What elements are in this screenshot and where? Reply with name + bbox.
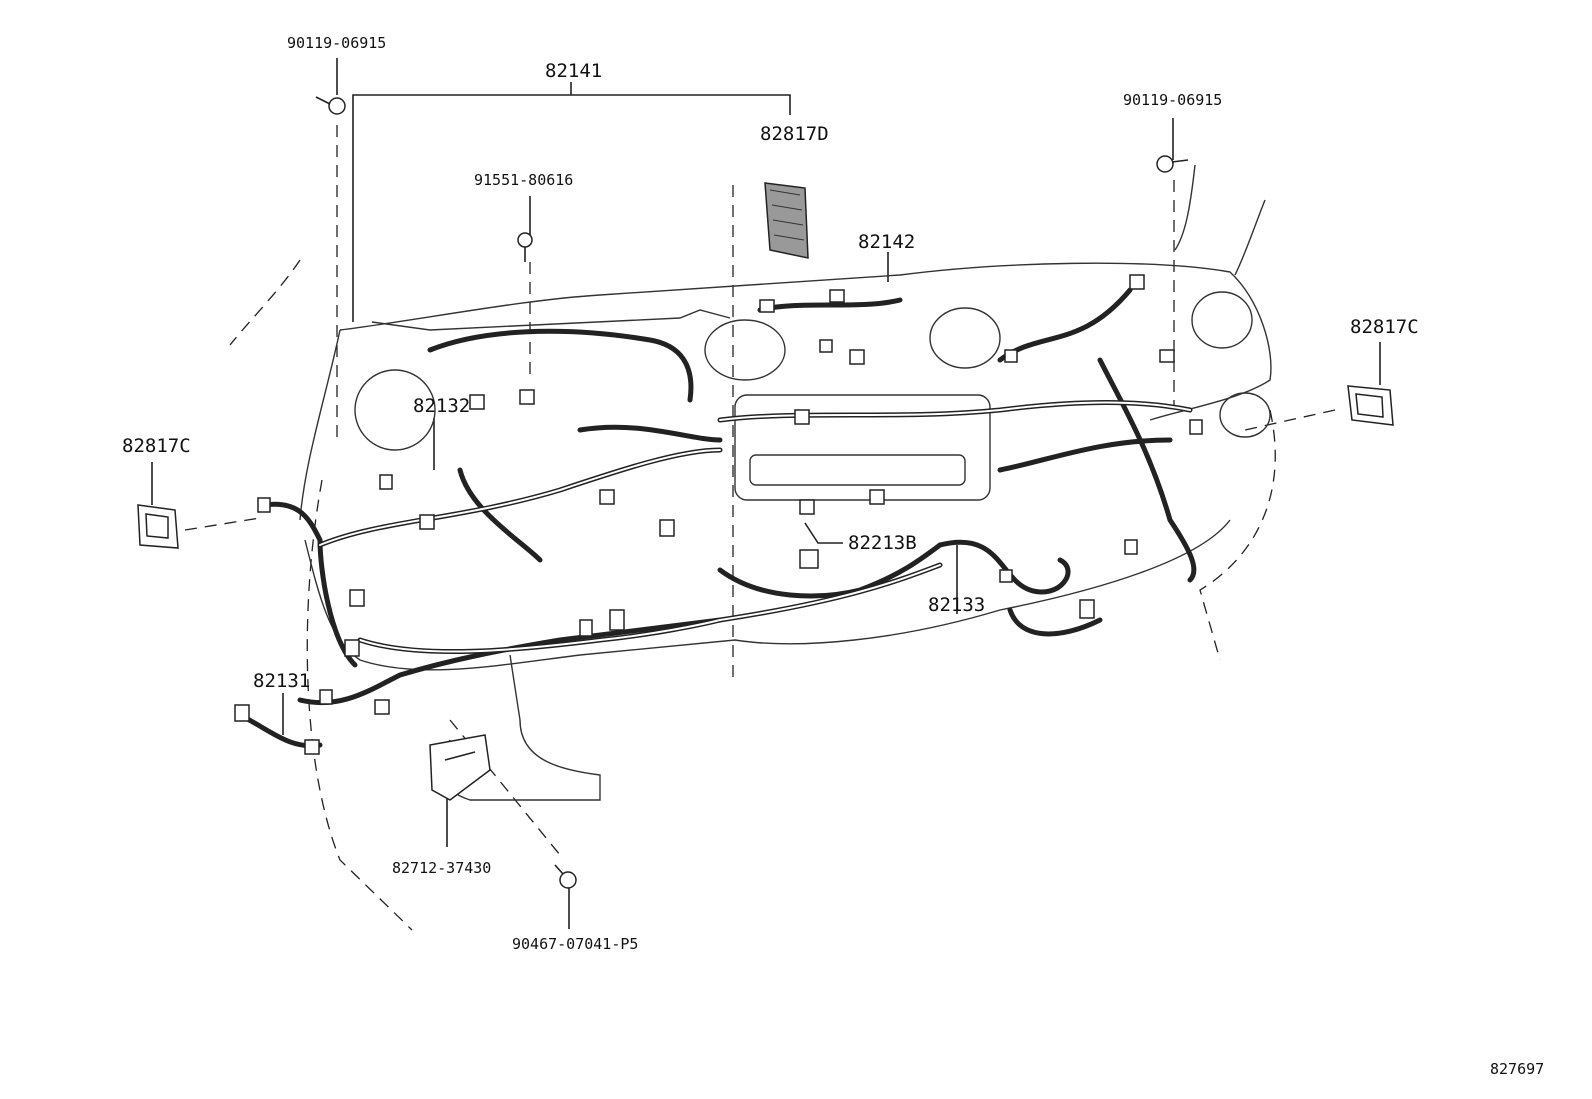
panel-body-outline [299, 164, 1272, 801]
clip-90467-part [554, 864, 577, 889]
figure-number: 827697 [1490, 1060, 1545, 1078]
callout-harness-82141[interactable]: 82141 [545, 60, 603, 82]
callout-harness-82131[interactable]: 82131 [253, 670, 311, 692]
assembly-dash-lines [184, 125, 1336, 931]
callout-grommet-right[interactable]: 82817C [1350, 316, 1419, 338]
bracket-82712-part [429, 734, 491, 801]
callout-grommet-left[interactable]: 82817C [122, 435, 191, 457]
callout-screw-top-left[interactable]: 90119-06915 [287, 34, 387, 52]
protector-82817D-part [764, 182, 809, 259]
callout-harness-82133[interactable]: 82133 [928, 594, 986, 616]
wiring-harness [237, 287, 1197, 749]
callout-protector-82817D[interactable]: 82817D [760, 123, 829, 145]
callout-harness-82132[interactable]: 82132 [413, 395, 471, 417]
screw-top-right-part [1156, 155, 1189, 173]
callout-bolt-91551[interactable]: 91551-80616 [474, 171, 574, 189]
callout-bracket-82712[interactable]: 82712-37430 [392, 859, 492, 877]
bolt-91551-part [517, 232, 533, 262]
grommet-left-part [137, 504, 179, 549]
callout-harness-82213B[interactable]: 82213B [848, 532, 917, 554]
grommet-right-part [1347, 385, 1394, 426]
callout-clip-90467[interactable]: 90467-07041-P5 [512, 935, 639, 953]
callout-screw-top-right[interactable]: 90119-06915 [1123, 91, 1223, 109]
screw-top-left-part [315, 96, 346, 115]
callout-harness-82142[interactable]: 82142 [858, 231, 916, 253]
harness-connectors [234, 274, 1203, 755]
fastener-parts [137, 96, 1394, 889]
